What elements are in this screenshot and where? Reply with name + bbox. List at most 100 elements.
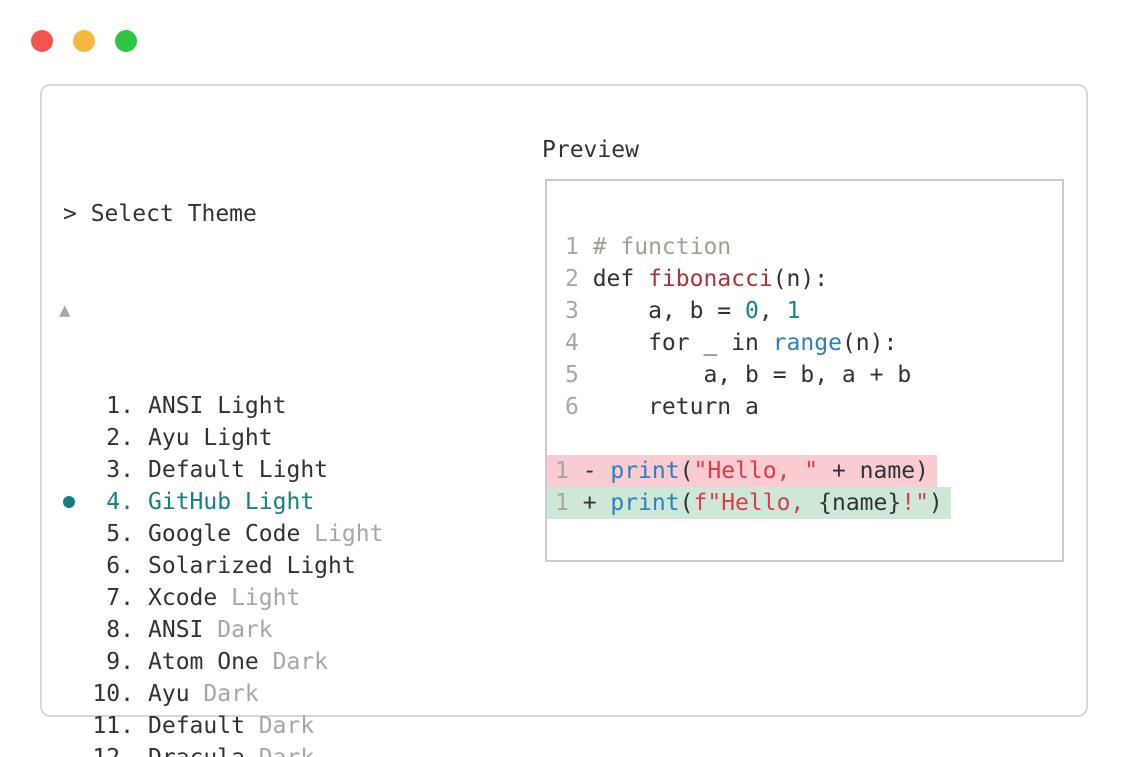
theme-item-label: Dracula (148, 742, 245, 757)
code-token-plain: {name} (818, 490, 902, 516)
code-token-plain: a, b = (592, 298, 746, 324)
code-token-function: fibonacci (648, 266, 773, 292)
code-token-plain: + name) (818, 458, 929, 484)
theme-item-number: 5. (106, 521, 134, 547)
close-button[interactable] (31, 30, 53, 52)
line-number: 5 (565, 362, 579, 388)
code-token-comment: # function (592, 234, 732, 260)
line-number: 6 (565, 394, 579, 420)
theme-item-number: 1. (106, 393, 134, 419)
theme-list-item[interactable]: 3. Default Light (63, 454, 870, 486)
code-line: 5 a, b = b, a + b (547, 359, 1062, 391)
code-line: 1 # function (547, 231, 1062, 263)
code-token-string: "Hello, " (693, 458, 819, 484)
theme-item-variant: Light (217, 585, 301, 611)
line-number: 1 (555, 490, 569, 516)
theme-list-item[interactable]: 9. Atom One Dark (63, 646, 870, 678)
line-number: 1 (555, 458, 569, 484)
theme-list-item[interactable]: 6. Solarized Light (63, 550, 870, 582)
code-token-string: !" (901, 490, 929, 516)
theme-item-variant: Dark (245, 742, 314, 757)
theme-item-number: 4. (106, 489, 134, 515)
code-token-number: 0 (745, 298, 759, 324)
scroll-up-icon[interactable]: ▲ (59, 299, 71, 321)
theme-list-item[interactable]: 5. Google Code Light (63, 518, 870, 550)
minimize-button[interactable] (73, 30, 95, 52)
theme-list-item[interactable]: 12. Dracula Dark (63, 742, 870, 757)
code-line (547, 423, 1062, 455)
code-token-plain: + (582, 490, 611, 516)
theme-item-number: 11. (92, 713, 134, 739)
theme-item-variant: Dark (244, 713, 315, 739)
theme-item-number: 3. (106, 457, 134, 483)
theme-item-variant: Dark (189, 681, 259, 707)
window-controls (31, 30, 137, 52)
code-token-plain: return a (592, 394, 759, 420)
code-token-plain: (n): (841, 330, 898, 356)
theme-item-variant: Dark (203, 617, 273, 643)
theme-item-number: 7. (106, 585, 134, 611)
theme-selector-window: > Select Theme ▲ 1. ANSI Light 2. Ayu Light 3… (40, 84, 1088, 757)
maximize-button[interactable] (115, 30, 137, 52)
line-number: 4 (565, 330, 579, 356)
diff-line-added: 1 + print(f"Hello, {name}!") (547, 487, 951, 519)
line-number: 2 (565, 266, 579, 292)
code-token-plain: a, b = b, a + b (592, 362, 912, 388)
code-token-plain: def (592, 266, 649, 292)
code-token-builtin: range (772, 330, 842, 356)
theme-item-label: Xcode (148, 585, 218, 611)
theme-selector-pane: > Select Theme ▲ 1. ANSI Light 2. Ayu Light 3… (59, 134, 870, 757)
theme-item-label: ANSI (148, 617, 204, 643)
selector-header: > Select Theme (63, 198, 870, 230)
theme-item-variant: Light (300, 521, 384, 547)
code-token-plain: (n): (772, 266, 829, 292)
diff-line-removed: 1- print("Hello, " + name) (547, 455, 937, 487)
code-line: 2 def fibonacci(n): (547, 263, 1062, 295)
prompt-icon: > (63, 201, 77, 227)
theme-item-number: 12. (92, 742, 134, 757)
code-token-plain: ( (679, 458, 694, 484)
preview-title: Preview (542, 137, 639, 163)
code-line: 3 a, b = 0, 1 (547, 295, 1062, 327)
theme-item-label: Default Light (148, 457, 329, 483)
theme-list-item[interactable]: 11. Default Dark (63, 710, 870, 742)
theme-item-variant: Dark (258, 649, 329, 675)
code-token-string: f"Hello, (693, 490, 819, 516)
theme-item-number: 8. (106, 617, 134, 643)
code-token-builtin: print (610, 458, 680, 484)
theme-list-item[interactable]: 10. Ayu Dark (63, 678, 870, 710)
theme-item-label: GitHub Light (148, 489, 315, 515)
theme-list-item[interactable]: 8. ANSI Dark (63, 614, 870, 646)
code-token-plain: , (758, 298, 787, 324)
theme-item-label: Default (148, 713, 245, 739)
code-line: 4 for _ in range(n): (547, 327, 1062, 359)
theme-list-item[interactable]: 1. ANSI Light (63, 390, 870, 422)
line-number: 1 (565, 234, 579, 260)
theme-item-label: ANSI Light (148, 393, 287, 419)
code-token-plain: ) (928, 490, 943, 516)
theme-item-label: Google Code (148, 521, 301, 547)
theme-item-label: Ayu Light (148, 425, 273, 451)
theme-list-item[interactable]: 7. Xcode Light (63, 582, 870, 614)
code-token-plain: ( (679, 490, 694, 516)
line-number: 3 (565, 298, 579, 324)
code-token-plain: for _ in (592, 330, 773, 356)
theme-item-number: 2. (106, 425, 134, 451)
selected-bullet-icon (63, 496, 75, 508)
code-token-plain: - (582, 458, 611, 484)
theme-list-item[interactable]: 2. Ayu Light (63, 422, 870, 454)
theme-list-item[interactable]: 4. GitHub Light (63, 486, 870, 518)
theme-item-number: 6. (106, 553, 134, 579)
theme-item-number: 9. (106, 649, 134, 675)
theme-item-number: 10. (92, 681, 134, 707)
code-token-builtin: print (610, 490, 680, 516)
theme-item-label: Solarized Light (148, 553, 356, 579)
selector-title: Select Theme (90, 201, 257, 227)
code-token-number: 1 (786, 298, 801, 324)
theme-item-label: Atom One (148, 649, 259, 675)
theme-item-label: Ayu (148, 681, 190, 707)
theme-list: 1. ANSI Light 2. Ayu Light 3. Default Light 4.… (63, 390, 870, 757)
